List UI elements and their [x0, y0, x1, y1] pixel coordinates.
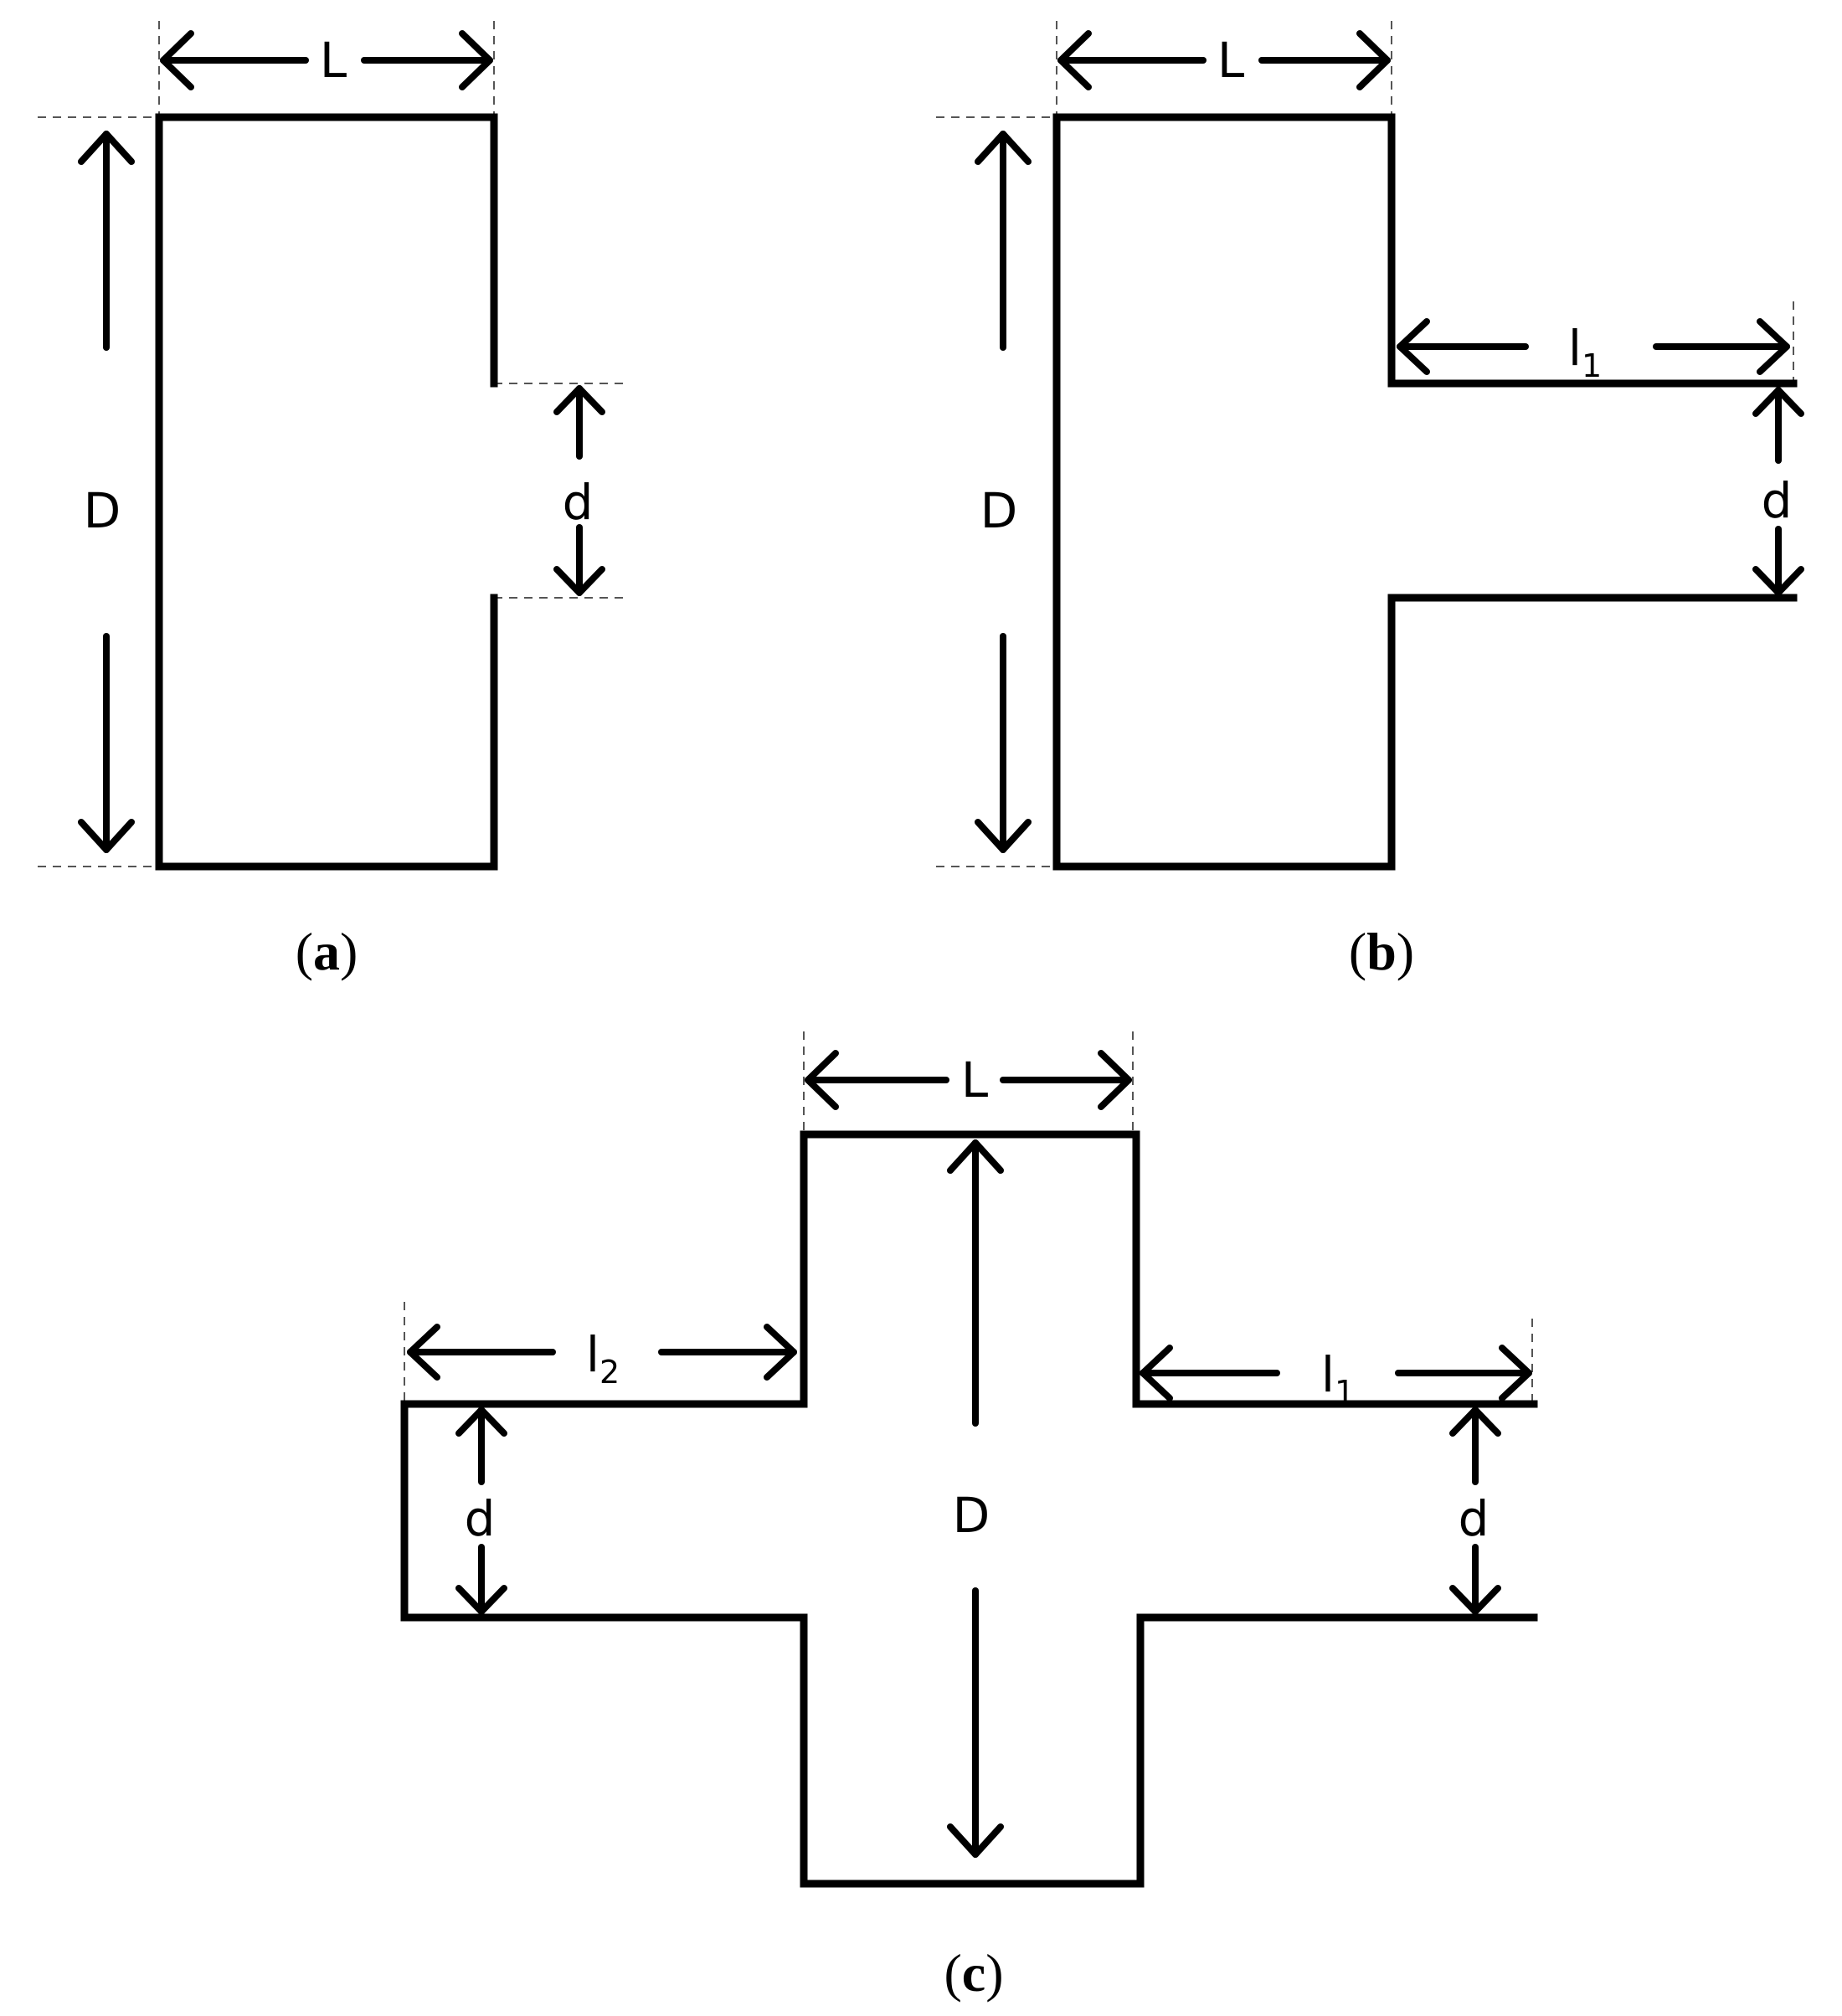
- arrowhead: [160, 30, 194, 90]
- panel-c-outline: [400, 1130, 1538, 1888]
- arrowhead: [455, 1407, 507, 1437]
- arrowhead: [553, 566, 605, 596]
- arrowhead: [407, 1324, 440, 1381]
- arrowhead: [764, 1324, 797, 1381]
- label-l1: l1: [1568, 320, 1602, 384]
- arrowhead: [1499, 1345, 1532, 1401]
- label-d-right: d: [1459, 1490, 1490, 1547]
- label-L: L: [1217, 32, 1244, 89]
- label-D: D: [980, 482, 1018, 539]
- panel-b-outline: [1052, 113, 1798, 871]
- label-D: D: [953, 1487, 990, 1544]
- arrowhead: [1752, 566, 1804, 596]
- caption-c: (c): [944, 1943, 1003, 2003]
- arrowhead: [947, 1823, 1004, 1858]
- panel-c: L D l2 l1 d d (c): [400, 1031, 1538, 2003]
- label-L: L: [320, 32, 347, 89]
- caption-b: (b): [1349, 922, 1414, 981]
- label-d-left: d: [465, 1490, 496, 1547]
- arrowhead: [947, 1139, 1004, 1174]
- arrowhead: [1057, 30, 1092, 90]
- label-d: d: [1762, 472, 1793, 529]
- arrowhead: [553, 385, 605, 415]
- arrowhead: [78, 131, 135, 165]
- arrowhead: [1449, 1407, 1501, 1437]
- arrowhead: [78, 819, 135, 853]
- label-d: d: [563, 474, 594, 531]
- arrowhead: [455, 1585, 507, 1615]
- arrowhead: [1752, 387, 1804, 417]
- panel-a-outline: [155, 113, 498, 871]
- label-l2: l2: [586, 1326, 620, 1391]
- arrowhead: [1098, 1050, 1132, 1110]
- arrowhead: [1356, 30, 1391, 90]
- arrowhead: [1757, 318, 1790, 375]
- arrowhead: [975, 819, 1032, 853]
- arrowhead: [459, 30, 493, 90]
- arrowhead: [805, 1050, 839, 1110]
- panel-b: L D l1 d (b): [936, 21, 1804, 981]
- caption-a: (a): [296, 922, 358, 981]
- label-l1: l1: [1321, 1346, 1355, 1411]
- label-D: D: [84, 482, 121, 539]
- arrowhead: [1140, 1345, 1173, 1401]
- arrowhead: [975, 131, 1032, 165]
- arrowhead: [1449, 1585, 1501, 1615]
- panel-a: L D d (a): [38, 21, 624, 981]
- label-L: L: [961, 1052, 988, 1108]
- arrowhead: [1397, 318, 1430, 375]
